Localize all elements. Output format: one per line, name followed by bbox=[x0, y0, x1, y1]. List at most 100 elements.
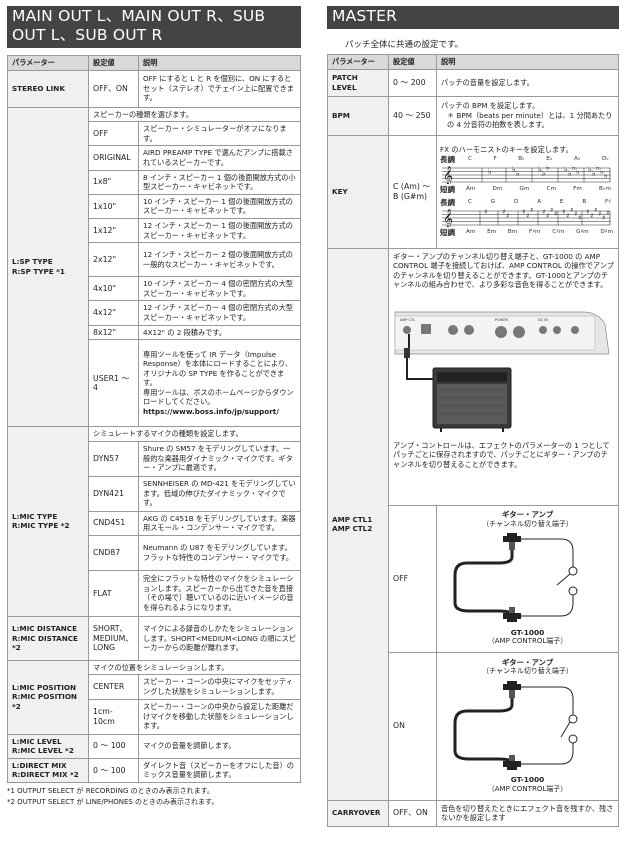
main-out-table: パラメーター 設定値 説明 STEREO LINK OFF、ON OFF にする… bbox=[7, 55, 301, 784]
param-stereo-link: STEREO LINK bbox=[7, 69, 89, 108]
main-out-title-line1: MAIN OUT L、MAIN OUT R、SUB bbox=[12, 7, 266, 25]
table-row: 8x12"4X12" の 2 段積みです。 bbox=[8, 324, 301, 341]
chord: Bm bbox=[507, 229, 518, 236]
footnotes: *1 OUTPUT SELECT が RECORDING のときのみ表示されます… bbox=[7, 786, 301, 808]
svg-text:♭: ♭ bbox=[488, 167, 492, 176]
mic-type-intro: シミュレートするマイクの種類を設定します。 bbox=[88, 426, 301, 442]
chord: G bbox=[490, 198, 496, 205]
chord: C bbox=[468, 198, 472, 205]
table-row: L:MIC DISTANCE R:MIC DISTANCE *2 SHORT、M… bbox=[7, 615, 301, 661]
param-direct-mix-l: L:DIRECT MIX bbox=[12, 760, 67, 770]
svg-text:♯: ♯ bbox=[574, 210, 577, 218]
value-bpm: 40 ～ 250 bbox=[388, 95, 437, 136]
value-sp-user: USER1 ～ 4 bbox=[88, 339, 139, 428]
desc-mic-pos: スピーカー・コーンの中央から設定した距離だけマイクを移動した状態をシミュレーショ… bbox=[138, 698, 301, 735]
svg-text:♯: ♯ bbox=[570, 208, 573, 214]
svg-text:♯: ♯ bbox=[530, 208, 533, 214]
chord: F bbox=[493, 155, 497, 162]
svg-text:♭: ♭ bbox=[564, 165, 568, 174]
chord: Fm bbox=[573, 186, 582, 193]
table-row: 1x12"12 インチ・スピーカー 1 個の後面開放方式のスピーカー・キャビネッ… bbox=[8, 217, 301, 244]
svg-text:♯: ♯ bbox=[562, 208, 565, 216]
staff-sharps: 𝄞 ♯ ♯♯ ♯♯♯ ♯♯♯♯ ♯♯♯♯♯ ♯♯♯♯♯♯ bbox=[440, 208, 615, 227]
value-carryover: OFF、ON bbox=[388, 799, 437, 827]
footnote-1: *1 OUTPUT SELECT が RECORDING のときのみ表示されます… bbox=[7, 787, 214, 796]
svg-text:♯: ♯ bbox=[606, 209, 609, 217]
table-row: USER1 ～ 4 専用ツールを使って IR データ（Impulse Respo… bbox=[8, 339, 301, 428]
key-minor-row-2: 短調 Am Em Bm F♯m C♯m G♯m D♯m bbox=[440, 228, 615, 238]
desc-sp: 4X12" の 2 段積みです。 bbox=[138, 324, 301, 341]
main-out-section: MAIN OUT L、MAIN OUT R、SUB OUT L、SUB OUT … bbox=[7, 6, 301, 808]
param-amp-ctl-2: AMP CTL2 bbox=[332, 524, 373, 534]
master-title: MASTER bbox=[327, 6, 619, 29]
chord: F♯m bbox=[529, 229, 541, 236]
desc-mic: AKG の C451B をモデリングしています。楽器用スモール・コンデンサー・マ… bbox=[138, 510, 301, 536]
param-mic-distance-r: R:MIC DISTANCE *2 bbox=[12, 633, 78, 653]
desc-mic-level: マイクの音量を調節します。 bbox=[138, 733, 301, 759]
svg-text:♭: ♭ bbox=[512, 165, 516, 174]
desc-sp-user: 専用ツールを使って IR データ（Impulse Response）を本体にロー… bbox=[138, 339, 301, 428]
diagram-on: ギター・アンプ （チャンネル切り替え端子） G bbox=[436, 651, 619, 801]
param-mic-level: L:MIC LEVEL R:MIC LEVEL *2 bbox=[7, 733, 89, 759]
header-value: 設定値 bbox=[388, 54, 437, 70]
value-sp: OFF bbox=[88, 121, 139, 147]
master-section: MASTER パッチ全体に共通の設定です。 パラメーター 設定値 説明 PATC… bbox=[327, 6, 619, 827]
chord: Am bbox=[466, 229, 476, 236]
gt1000-sub-label: （AMP CONTROL端子） bbox=[487, 784, 568, 793]
master-table: パラメーター 設定値 説明 PATCH LEVEL 0 ～ 200 パッチの音量… bbox=[327, 54, 619, 827]
svg-text:♭: ♭ bbox=[588, 165, 592, 174]
param-sp-type-r: R:SP TYPE *1 bbox=[12, 266, 65, 276]
svg-text:♯: ♯ bbox=[484, 208, 487, 216]
chord: A bbox=[537, 198, 542, 205]
svg-text:♯: ♯ bbox=[550, 208, 553, 214]
param-amp-ctl: AMP CTL1 AMP CTL2 bbox=[327, 247, 389, 801]
desc-mic: Neumann の U87 をモデリングしています。フラットな特性のコンデンサー… bbox=[138, 534, 301, 571]
main-out-title: MAIN OUT L、MAIN OUT R、SUB OUT L、SUB OUT … bbox=[7, 6, 301, 48]
chord: Cm bbox=[546, 186, 556, 193]
svg-text:♭: ♭ bbox=[568, 169, 572, 178]
header-param: パラメーター bbox=[327, 54, 389, 70]
svg-text:♭: ♭ bbox=[538, 165, 542, 174]
svg-text:♯: ♯ bbox=[506, 212, 509, 220]
amp-ctl-desc: ギター・アンプのチャンネル切り替え端子と、GT-1000 の AMP CONTR… bbox=[388, 247, 619, 506]
desc-carryover: 音色を切り替えたときにエフェクト音を残すか、残さないかを設定します bbox=[436, 799, 619, 827]
table-row: CARRYOVER OFF、ON 音色を切り替えたときにエフェクト音を残すか、残… bbox=[327, 799, 619, 827]
svg-text:♯: ♯ bbox=[594, 208, 597, 214]
amp-label: ギター・アンプ bbox=[501, 510, 554, 520]
chord: F♯ bbox=[605, 198, 611, 205]
param-sp-type-l: L:SP TYPE bbox=[12, 257, 53, 267]
desc-sp: 12 インチ・スピーカー 4 個の密閉方式の大型スピーカー・キャビネットです。 bbox=[138, 300, 301, 326]
support-link[interactable]: https://www.boss.info/jp/support/ bbox=[143, 407, 279, 417]
value-amp-ctl-on: ON bbox=[388, 651, 437, 801]
table-row: L:MIC LEVEL R:MIC LEVEL *2 0 ～ 100 マイクの音… bbox=[7, 733, 301, 759]
chord: D♭ bbox=[602, 155, 609, 162]
table-row: ON ギター・アンプ （チャンネル切り替え端子） bbox=[328, 651, 619, 801]
desc-mic: 完全にフラットな特性のマイクをシミュレーションします。スピーカーから出てきた音を… bbox=[138, 569, 301, 617]
header-desc: 説明 bbox=[138, 55, 301, 71]
svg-text:𝄞: 𝄞 bbox=[443, 209, 453, 227]
value-sp: 1x12" bbox=[88, 217, 139, 244]
header-desc: 説明 bbox=[436, 54, 619, 70]
svg-text:AMP CTL: AMP CTL bbox=[400, 318, 415, 322]
footnote-2: *2 OUTPUT SELECT が LINE/PHONES のときのみ表示され… bbox=[7, 798, 219, 807]
amp-label: ギター・アンプ bbox=[501, 657, 554, 667]
table-row: PATCH LEVEL 0 ～ 200 パッチの音量を設定します。 bbox=[327, 68, 619, 97]
desc-patch-level: パッチの音量を設定します。 bbox=[436, 68, 619, 97]
header-value: 設定値 bbox=[88, 55, 139, 71]
key-major-row-1: 長調 C F B♭ E♭ A♭ D♭ bbox=[440, 155, 615, 165]
value-sp: 1x10" bbox=[88, 193, 139, 219]
table-row: OFF ギター・アンプ （チャンネル切り替え端子） bbox=[328, 504, 619, 653]
param-bpm: BPM bbox=[327, 95, 389, 136]
desc-sp: 12 インチ・スピーカー 2 個の後面開放方式の一般的なスピーカー・キャビネット… bbox=[138, 242, 301, 278]
svg-text:♭: ♭ bbox=[542, 169, 546, 178]
key-major-row-2: 長調 C G D A E B F♯ bbox=[440, 198, 615, 208]
value-mic-level: 0 ～ 100 bbox=[88, 733, 139, 759]
desc-direct-mix: ダイレクト音（スピーカーをオフにした音）のミックス音量を調節します。 bbox=[138, 757, 301, 784]
param-patch-level-1: PATCH bbox=[332, 73, 358, 82]
param-mic-distance-l: L:MIC DISTANCE bbox=[12, 623, 77, 633]
param-direct-mix-r: R:DIRECT MIX *2 bbox=[12, 770, 79, 780]
desc-key: FX のハーモニストのキーを設定します。 長調 C F B♭ E♭ A♭ D♭ bbox=[436, 134, 619, 249]
